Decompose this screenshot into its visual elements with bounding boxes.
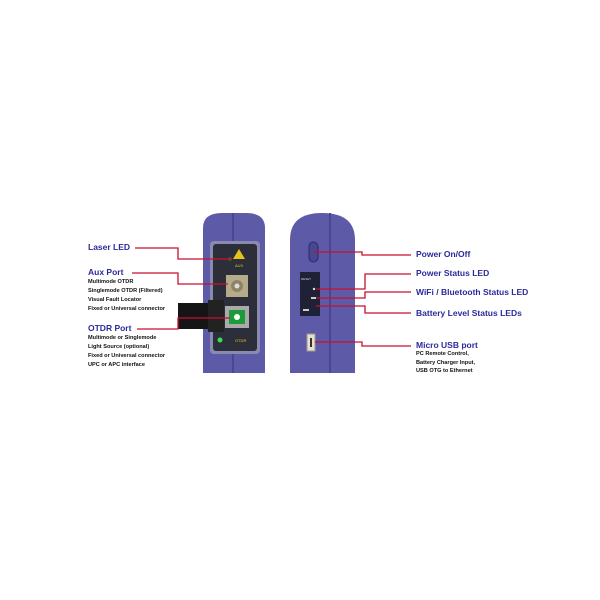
otdr-led [217, 337, 223, 343]
device-front: AUX OTDR [178, 213, 265, 373]
aux-marking: AUX [235, 263, 244, 268]
otdr-port-details: Multimode or Singlemode Light Source (op… [88, 335, 166, 368]
svg-text:RESET: RESET [301, 277, 311, 281]
otdr-port-label: OTDR Port [88, 323, 132, 333]
power-on-off-label: Power On/Off [416, 249, 471, 259]
otdr-dust-cap [178, 303, 210, 329]
aux-port-details: Multimode OTDR Singlemode OTDR (Filtered… [88, 279, 166, 312]
micro-usb-label: Micro USB port [416, 340, 478, 350]
leader-lines [132, 247, 411, 347]
laser-led-label: Laser LED [88, 242, 131, 252]
micro-usb-details: PC Remote Control, Battery Charger Input… [416, 351, 476, 374]
device-side: RESET [290, 213, 355, 373]
aux-port-label: Aux Port [88, 267, 124, 277]
power-status-led-label: Power Status LED [416, 268, 490, 278]
battery-leds-label: Battery Level Status LEDs [416, 308, 522, 318]
otdr-marking: OTDR [235, 338, 246, 343]
laser-warning-icon [233, 249, 245, 259]
wifi-bluetooth-led-label: WiFi / Bluetooth Status LED [416, 287, 529, 297]
